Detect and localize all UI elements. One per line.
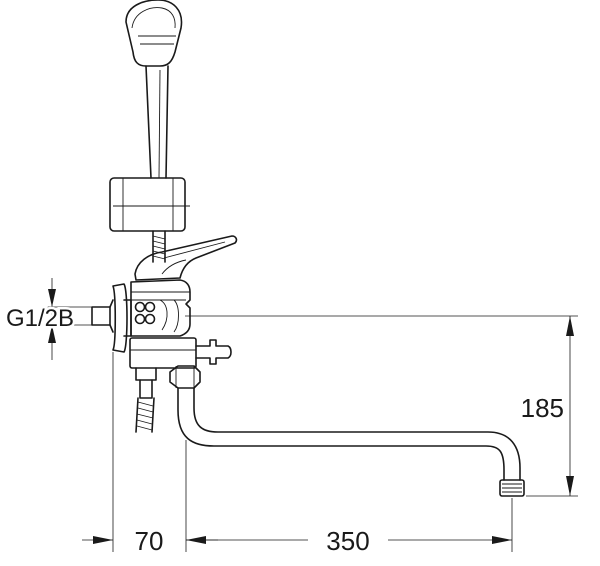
dimension-185: 185 bbox=[521, 316, 574, 496]
wall-flange bbox=[91, 283, 132, 353]
shower-head bbox=[125, 0, 183, 67]
mixer-lever bbox=[134, 235, 238, 281]
label-thread: G1/2B bbox=[6, 305, 74, 332]
label-70: 70 bbox=[135, 526, 164, 556]
upper-hose bbox=[152, 230, 166, 263]
dimension-350: 350 bbox=[186, 526, 512, 556]
label-185: 185 bbox=[521, 393, 564, 423]
spout-nut bbox=[169, 365, 201, 389]
extension-lines bbox=[112, 315, 578, 552]
mixer-body bbox=[130, 279, 191, 337]
label-350: 350 bbox=[326, 526, 369, 556]
thread-callout: G1/2B bbox=[4, 278, 92, 360]
shower-holder bbox=[109, 177, 190, 232]
aerator bbox=[499, 479, 525, 497]
dimension-70: 70 bbox=[82, 526, 218, 556]
spout bbox=[177, 387, 521, 481]
shower-handle bbox=[145, 65, 169, 179]
lower-hose bbox=[135, 367, 157, 433]
diverter-block bbox=[129, 337, 232, 369]
